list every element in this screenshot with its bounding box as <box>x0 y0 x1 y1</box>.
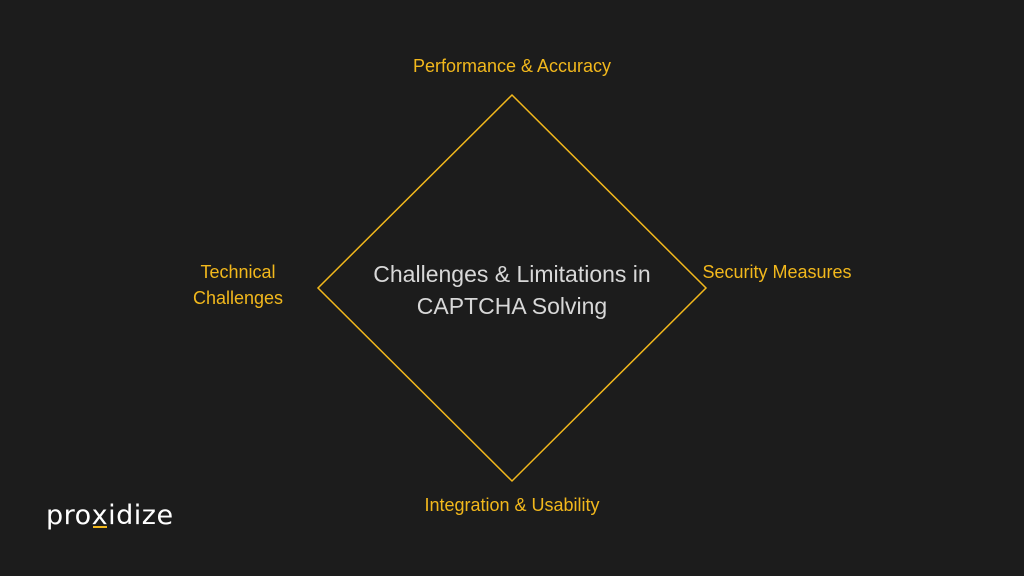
node-left-label: Technical Challenges <box>192 262 284 308</box>
node-right-label: Security Measures <box>702 262 852 282</box>
node-bottom-label: Integration & Usability <box>424 495 600 515</box>
node-top-label: Performance & Accuracy <box>412 56 612 76</box>
diagram-title: Challenges & Limitations in CAPTCHA Solv… <box>373 261 651 319</box>
diamond-shape <box>316 93 708 483</box>
logo-x-text: x <box>91 500 109 531</box>
logo-underline-mark <box>92 526 108 528</box>
logo-text-start: pro <box>46 500 92 531</box>
logo-x-letter: x <box>92 500 108 531</box>
logo-text-end: idize <box>108 500 174 531</box>
